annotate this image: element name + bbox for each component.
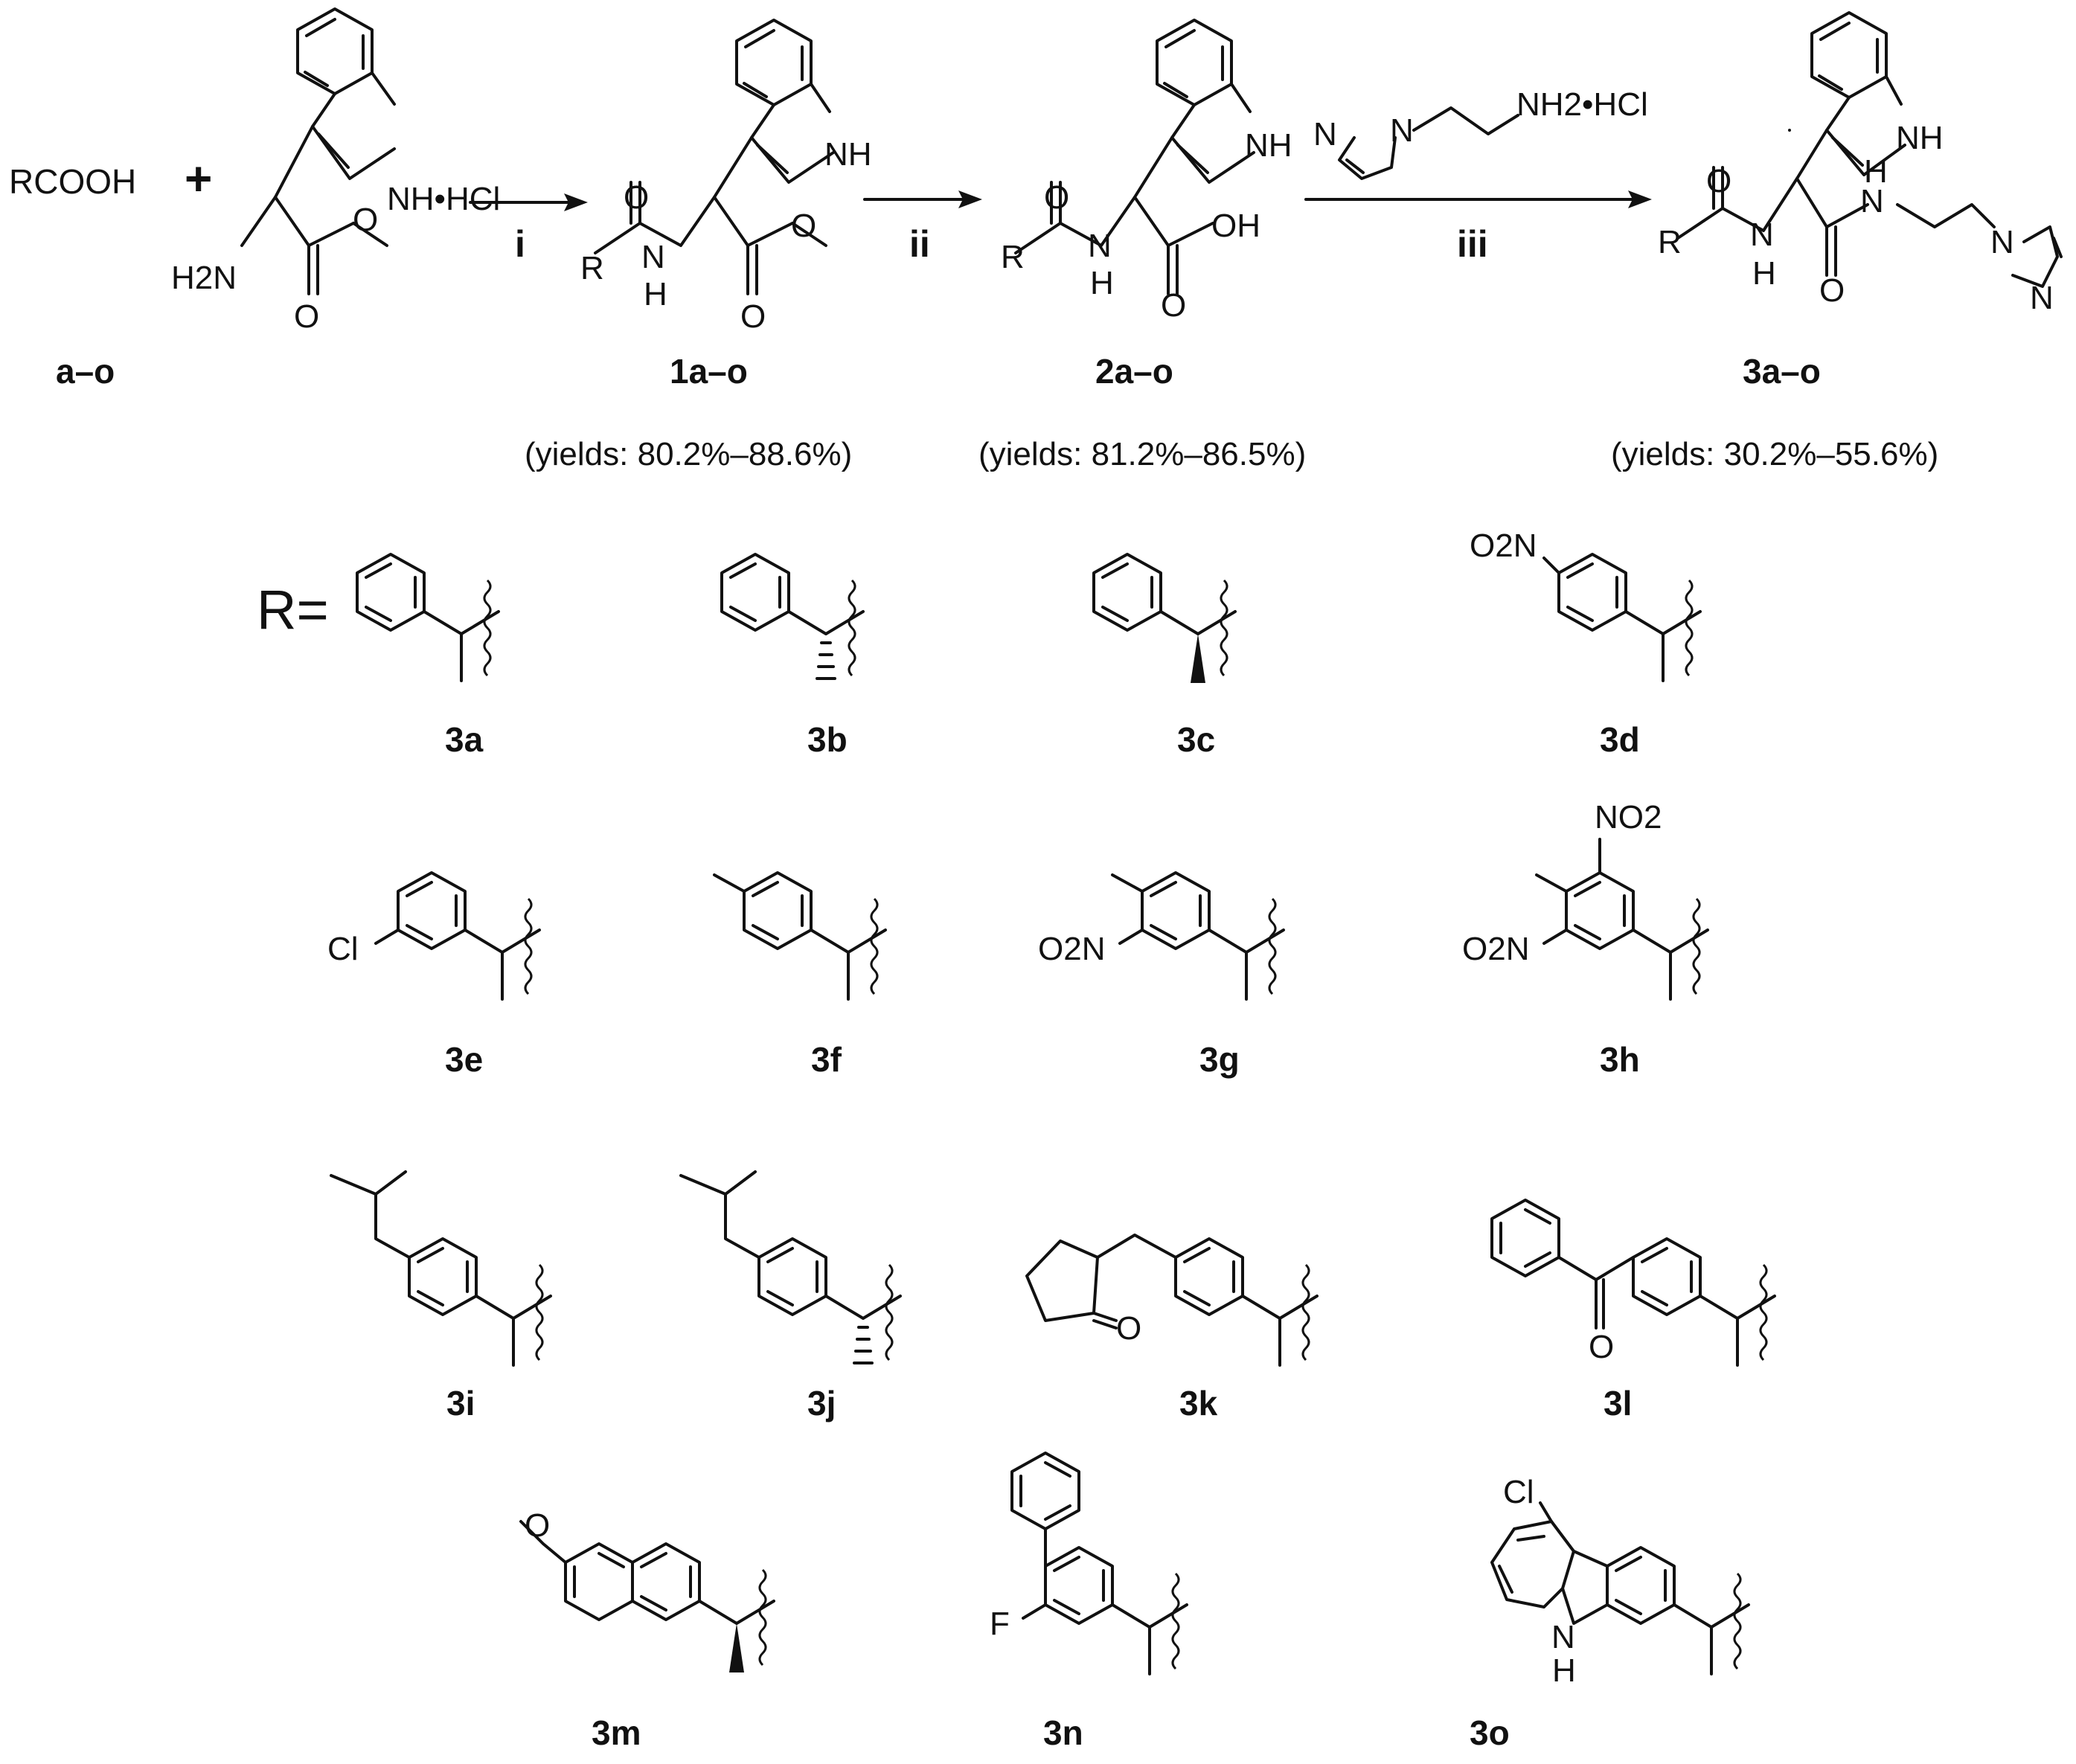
label-3n: 3n xyxy=(1043,1713,1083,1752)
reagent-ii: ii xyxy=(909,223,930,265)
r-label: R xyxy=(1001,239,1025,275)
carbazole-h-label: H xyxy=(1552,1652,1576,1689)
nh-label: NH xyxy=(1896,120,1944,156)
amide-o-label: O xyxy=(624,179,649,216)
label-3e: 3e xyxy=(445,1040,483,1079)
r-group-3e: Cl xyxy=(327,871,541,1001)
ester-o-label: O xyxy=(791,208,816,244)
chloro-label: Cl xyxy=(1503,1474,1534,1510)
label-3h: 3h xyxy=(1600,1040,1640,1079)
r-group-3j xyxy=(679,1170,902,1364)
label-3d: 3d xyxy=(1600,720,1640,759)
product-2-label: 2a–o xyxy=(1095,352,1173,391)
amine-hcl-label: NH2•HCl xyxy=(1516,86,1648,123)
reagent-iii: iii xyxy=(1457,223,1488,265)
acid-o-label: O xyxy=(1161,287,1186,324)
label-3b: 3b xyxy=(807,720,848,759)
label-3l: 3l xyxy=(1604,1384,1632,1423)
product-1-label: 1a–o xyxy=(670,352,748,391)
amide-o-label: O xyxy=(1044,179,1069,216)
r-group-3l: O xyxy=(1490,1199,1776,1367)
r-group-3f xyxy=(713,871,887,1001)
r-group-3i xyxy=(330,1170,552,1367)
label-3k: 3k xyxy=(1179,1384,1218,1423)
r-label: R xyxy=(580,250,604,286)
yield-step-3: (yields: 30.2%–55.6%) xyxy=(1611,436,1938,472)
plus-sign: + xyxy=(185,152,212,205)
nh-hcl-label: NH•HCl xyxy=(387,181,500,217)
r-label: R xyxy=(1658,224,1682,260)
amine-label: H2N xyxy=(171,260,237,296)
amide-n-label: N xyxy=(1088,228,1112,264)
imidazole-n1-label: N xyxy=(1990,224,2014,260)
nitro-label: O2N xyxy=(1038,931,1105,967)
amide-o-label: O xyxy=(1706,163,1731,199)
label-3j: 3j xyxy=(807,1384,836,1423)
reactant-series-label: a–o xyxy=(56,352,115,391)
r-group-3o: Cl N H xyxy=(1490,1474,1750,1689)
r-group-3n: F xyxy=(990,1452,1188,1675)
arrow-step-i xyxy=(469,193,588,211)
product-3-label: 3a–o xyxy=(1743,352,1821,391)
carbonyl-oxygen-label: O xyxy=(294,298,319,335)
label-3a: 3a xyxy=(445,720,484,759)
amide-h-label: H xyxy=(1752,255,1776,292)
imidazole-n1-label: N xyxy=(1390,112,1414,149)
yield-step-2: (yields: 81.2%–86.5%) xyxy=(978,436,1306,472)
amide-h-label: H xyxy=(644,276,667,312)
arrow-step-ii xyxy=(863,190,982,208)
label-3f: 3f xyxy=(811,1040,842,1079)
r-group-grid: 3a 3b 3c O2N 3d Cl xyxy=(327,527,1776,1752)
r-group-3a xyxy=(356,553,500,682)
label-3o: 3o xyxy=(1470,1713,1510,1752)
methoxy-o-label: O xyxy=(525,1507,550,1544)
yield-step-1: (yields: 80.2%–88.6%) xyxy=(525,436,852,472)
nitro-left-label: O2N xyxy=(1462,931,1529,967)
reagent-i: i xyxy=(515,223,525,265)
r-group-3g: O2N xyxy=(1038,871,1285,1001)
ketone-o-label: O xyxy=(1116,1310,1141,1347)
imidazole-amine-reagent: N N NH2•HCl xyxy=(1313,86,1648,180)
chloro-label: Cl xyxy=(327,931,359,967)
amide-n-label: N xyxy=(1750,217,1774,253)
r-group-3c xyxy=(1092,553,1237,683)
nh-label: NH xyxy=(1245,127,1292,164)
trp-ester-structure: NH•HCl H2N O O xyxy=(171,7,500,335)
acid-label: RCOOH xyxy=(9,162,136,201)
r-group-3k: O xyxy=(1025,1234,1319,1367)
compound-1-structure: NH N H O R O O xyxy=(580,19,872,335)
r-group-3h: O2N NO2 xyxy=(1462,799,1709,1001)
compound-3-structure: NH N H O R N H O N N xyxy=(1658,11,2063,316)
second-amide-h-label: H xyxy=(1864,153,1888,190)
label-3g: 3g xyxy=(1199,1040,1240,1079)
imidazole-n3-label: N xyxy=(2030,280,2054,316)
amide-n-label: N xyxy=(641,239,665,275)
label-3i: 3i xyxy=(446,1384,475,1423)
second-amide-n-label: N xyxy=(1860,183,1884,219)
nitro-label: O2N xyxy=(1470,527,1537,564)
nitro-top-label: NO2 xyxy=(1595,799,1662,836)
compound-2-structure: NH N H O R OH O xyxy=(1001,19,1292,324)
second-amide-o-label: O xyxy=(1819,272,1845,309)
reaction-scheme: RCOOH + NH•HCl H2N O O a–o i xyxy=(9,7,2063,472)
label-3m: 3m xyxy=(592,1713,641,1752)
r-group-3d: O2N xyxy=(1470,527,1702,682)
carbonyl-o-label: O xyxy=(740,298,766,335)
r-equals-label: R= xyxy=(257,579,329,641)
label-3c: 3c xyxy=(1177,720,1215,759)
ester-oxygen-label: O xyxy=(353,202,378,238)
amide-h-label: H xyxy=(1090,265,1114,301)
fluoro-label: F xyxy=(990,1606,1010,1642)
r-group-3b xyxy=(720,553,865,680)
ketone-o-label: O xyxy=(1589,1329,1614,1365)
acid-oh-label: OH xyxy=(1211,208,1260,244)
nh-label: NH xyxy=(824,136,872,173)
arrow-step-iii xyxy=(1304,190,1652,208)
r-group-3m: O xyxy=(519,1507,775,1672)
carbazole-n-label: N xyxy=(1551,1619,1575,1655)
imidazole-n3-label: N xyxy=(1313,116,1337,153)
